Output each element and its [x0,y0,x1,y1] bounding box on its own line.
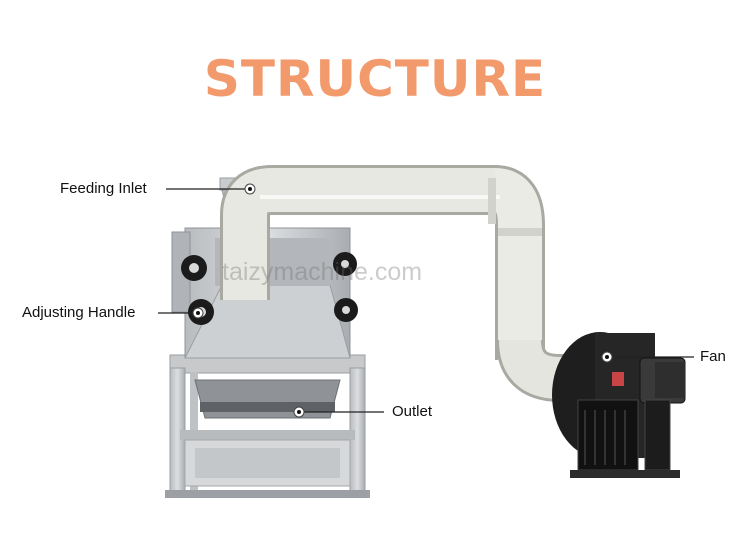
page-title: STRUCTURE [203,50,547,108]
machine-frame [165,354,370,498]
callout-fan: Fan [700,348,726,365]
watermark-text: taizymachine.com [222,258,423,286]
callout-leaders [158,183,694,418]
adjusting-handle-wheels [181,252,358,325]
callout-feeding-inlet: Feeding Inlet [60,180,147,197]
callout-outlet: Outlet [392,403,433,420]
outlet-chute [194,379,341,419]
fan-unit [552,332,686,478]
callout-adjusting-handle: Adjusting Handle [22,304,136,321]
